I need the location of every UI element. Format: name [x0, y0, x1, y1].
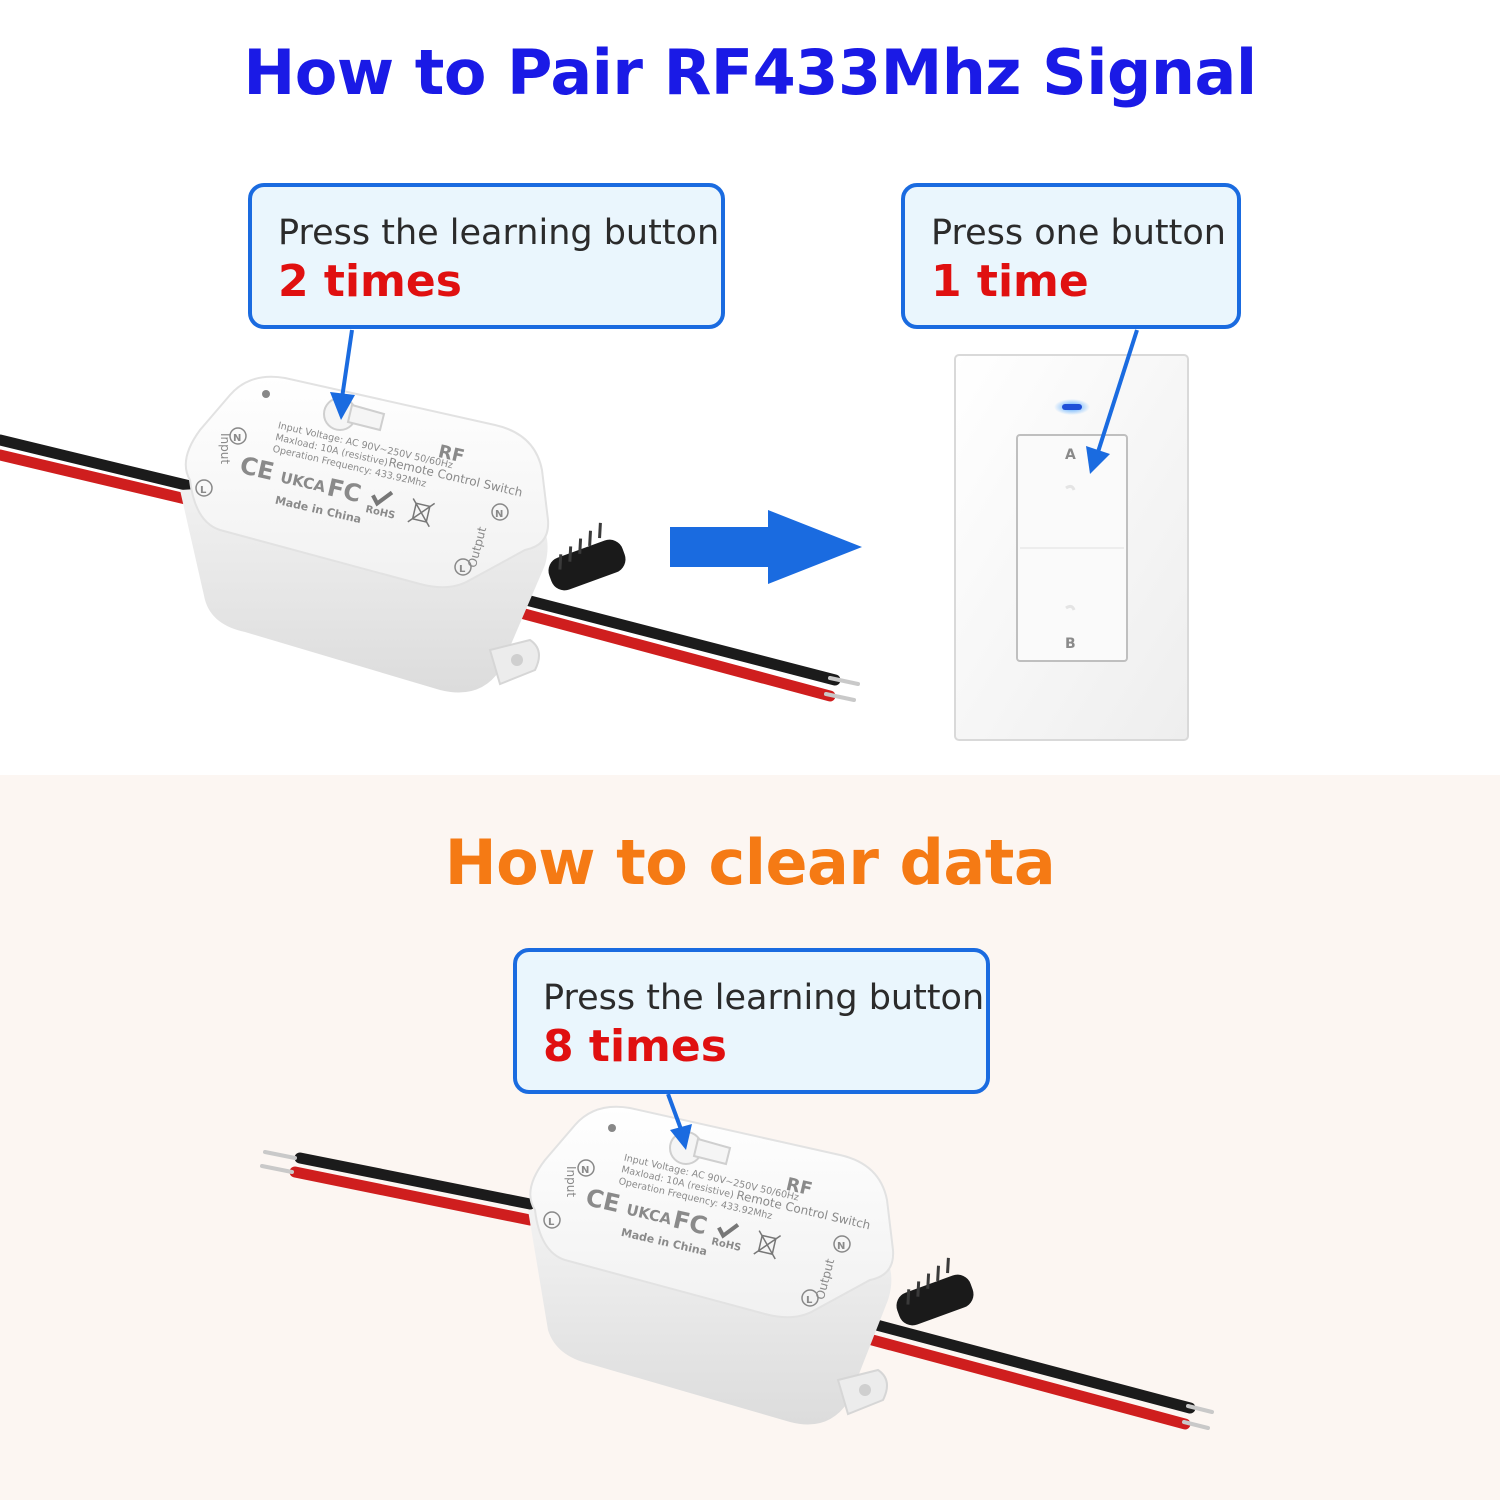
weee-bin-icon	[407, 498, 436, 528]
clear-title: How to clear data	[444, 826, 1056, 899]
n-terminal-in-bottom: N	[581, 1165, 589, 1176]
callout-instruction: Press one button	[931, 213, 1226, 253]
l-terminal-out-bottom: L	[806, 1295, 813, 1306]
n-terminal-out-bottom: N	[837, 1241, 845, 1252]
check-mark-icon	[717, 1223, 740, 1239]
wire-black-out-bottom	[844, 1312, 1196, 1414]
button-a-label: A	[1065, 447, 1076, 463]
pointer-arrow-icon	[330, 329, 355, 420]
check-mark-icon	[371, 490, 394, 507]
callout-instruction: Press the learning button	[278, 213, 720, 253]
rf-module-bottom: RF Remote Control Switch Input Voltage: …	[260, 1105, 1214, 1430]
weee-bin-icon	[753, 1230, 782, 1260]
button-b-label: B	[1065, 636, 1076, 652]
wire-red-out-bottom	[844, 1328, 1191, 1430]
input-label-bottom: Input	[564, 1166, 578, 1197]
wire-red-out	[474, 596, 836, 702]
wall-switch-remote: A B	[954, 354, 1189, 741]
antenna-coil	[548, 522, 626, 591]
callout-count: 1 time	[931, 256, 1089, 307]
wire-red-in-bottom	[289, 1166, 536, 1226]
rf-module-top: RF Remote Control Switch Input Voltage: …	[0, 375, 860, 702]
antenna-coil-bottom	[896, 1257, 974, 1326]
callout-count: 2 times	[278, 256, 462, 307]
wire-black-in-bottom	[294, 1152, 536, 1210]
callout-learning-clear: Press the learning button 8 times	[513, 948, 990, 1094]
wire-red-in	[0, 449, 196, 506]
callout-remote-button: Press one button 1 time	[901, 183, 1241, 329]
wire-black-in	[0, 434, 196, 492]
n-terminal-out-top: N	[495, 509, 503, 520]
l-terminal-in-top: L	[200, 485, 207, 496]
wire-black-out	[474, 582, 841, 686]
pointer-arrow-icon	[666, 1093, 692, 1150]
callout-instruction: Press the learning button	[543, 978, 985, 1018]
callout-count: 8 times	[543, 1021, 727, 1072]
pointer-arrow-icon	[1086, 329, 1139, 474]
l-terminal-out-top: L	[459, 564, 466, 575]
callout-learning-pair: Press the learning button 2 times	[248, 183, 725, 329]
pair-title: How to Pair RF433Mhz Signal	[243, 36, 1257, 109]
l-terminal-in-bottom: L	[548, 1217, 555, 1228]
n-terminal-in-top: N	[233, 433, 241, 444]
input-label-top: Input	[218, 433, 232, 464]
arrow-right-icon	[670, 510, 862, 584]
